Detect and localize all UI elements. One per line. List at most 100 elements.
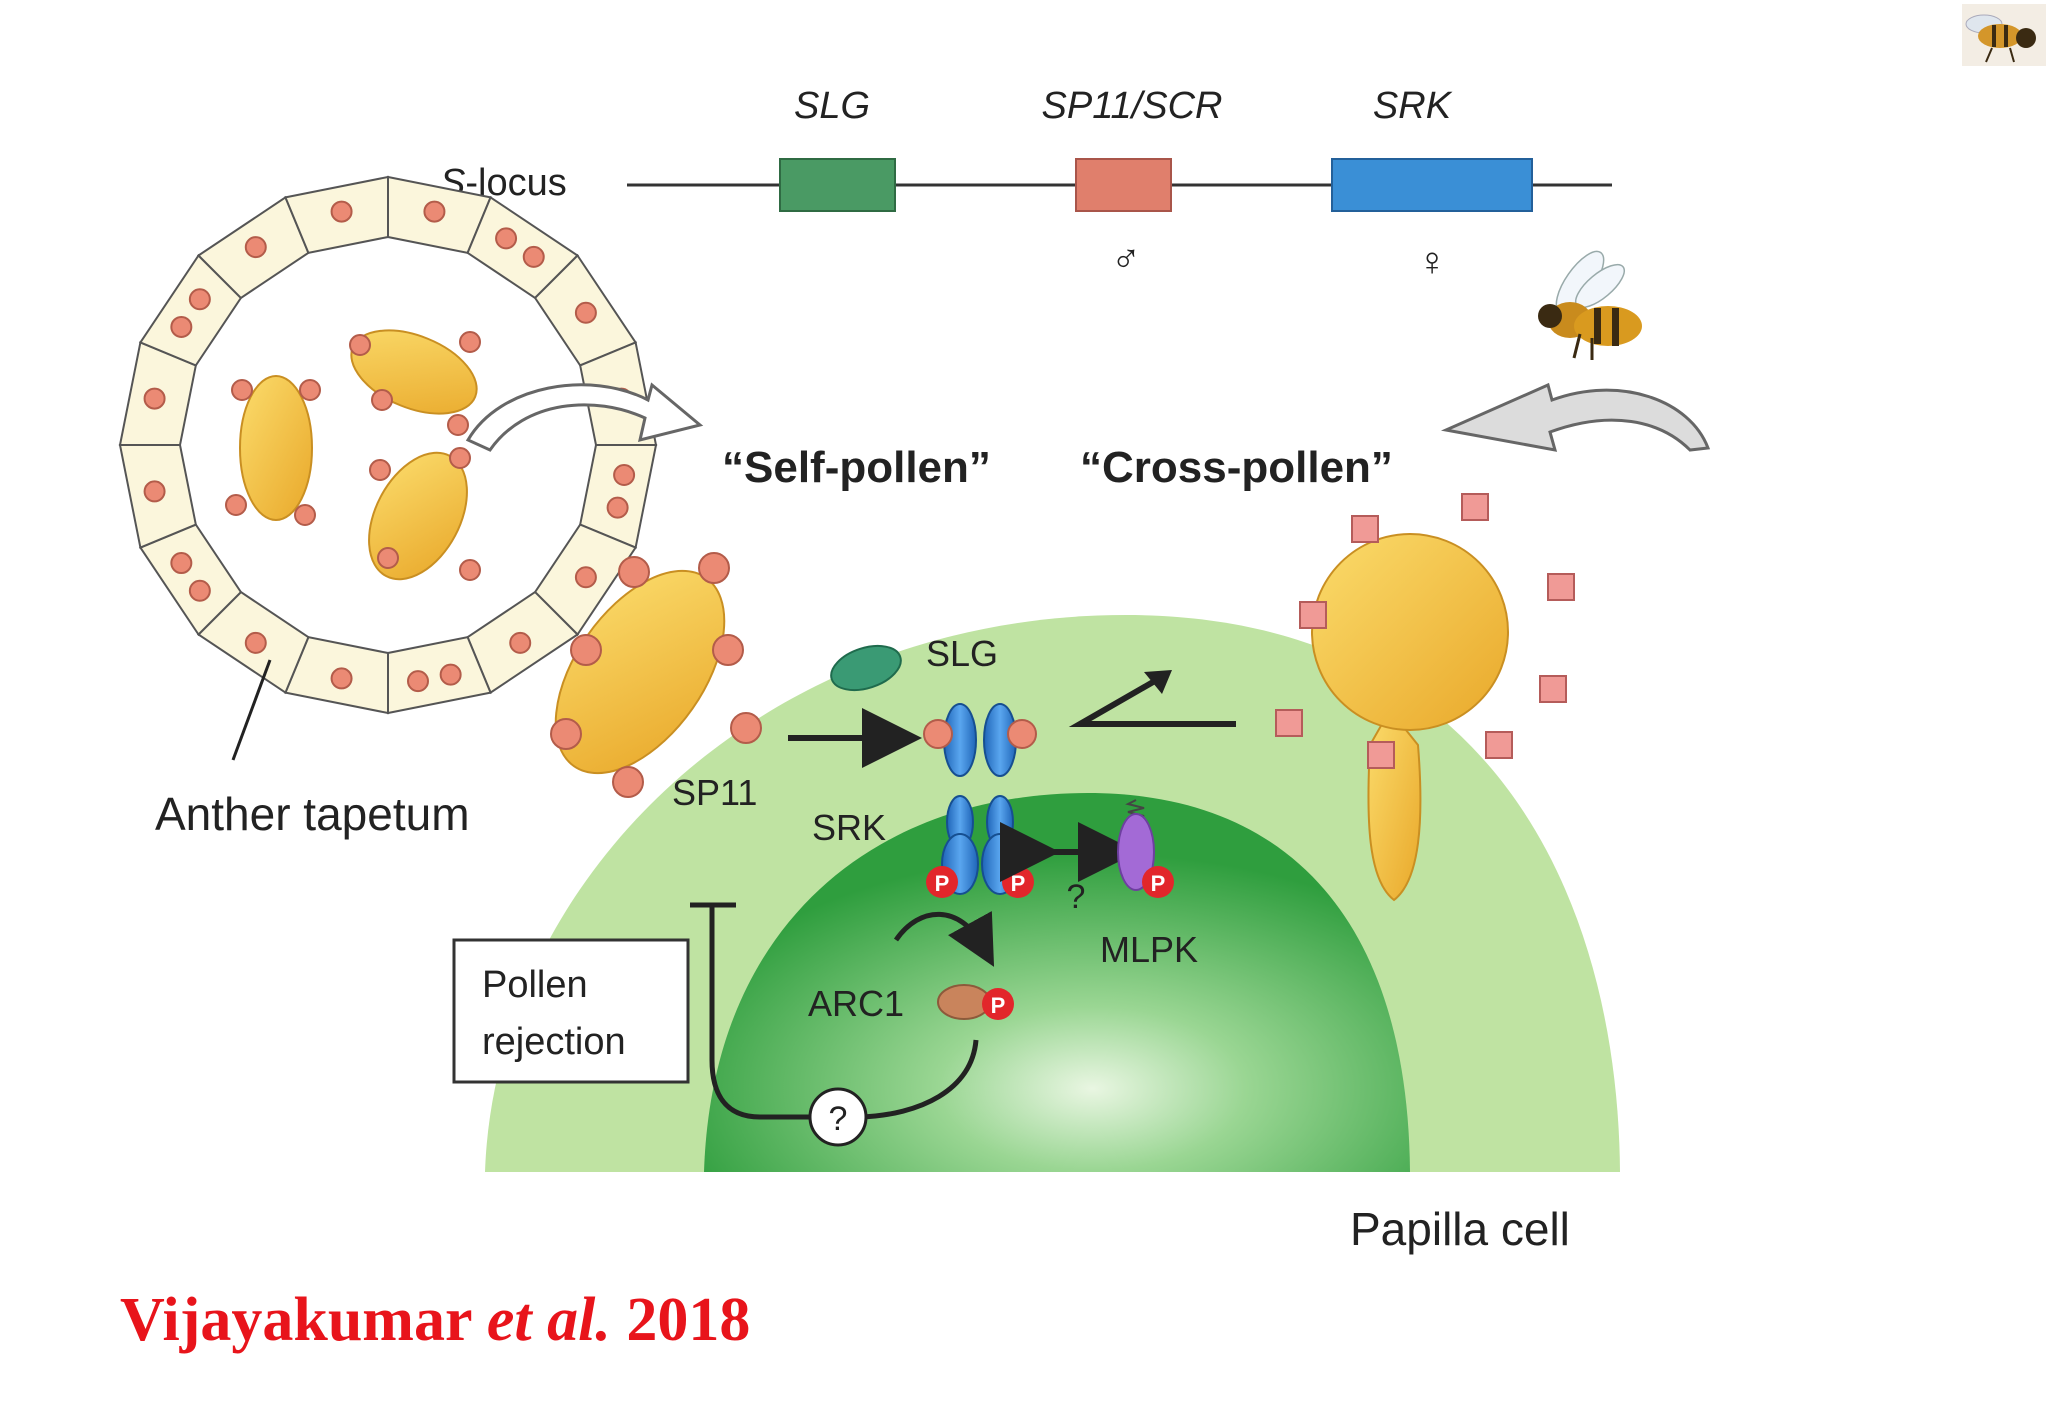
- phospho-badge: [1142, 866, 1174, 898]
- sp11-dot: [188, 288, 211, 311]
- anther-leader-line: [231, 659, 272, 761]
- sp11-dot: [294, 504, 316, 526]
- cross-pollen-arrow: [1440, 382, 1711, 452]
- sp11-ligand: [730, 712, 762, 744]
- sp11-dot: [231, 379, 253, 401]
- sp11-dot: [371, 389, 393, 411]
- mlpk-protein: P MLPK: [1100, 799, 1198, 970]
- anther-pollen-grains: [239, 329, 478, 581]
- self-pollen-label: “Self-pollen”: [722, 443, 991, 492]
- self-pollen-arrow: [465, 382, 704, 452]
- sp11-dot: [613, 463, 636, 486]
- cross-ligand: [1275, 709, 1303, 737]
- cross-pollen-grain: [1275, 493, 1575, 902]
- anther-sp11-dots: [143, 200, 636, 693]
- sp11-ligand: [618, 556, 650, 588]
- pollen-rejection-line2: rejection: [482, 1021, 626, 1063]
- unknown-factor-label: ?: [829, 1100, 848, 1138]
- gene-name-slg: SLG: [794, 85, 870, 127]
- sp11-dot: [299, 379, 321, 401]
- corner-bee-icon: [1962, 4, 2046, 66]
- phospho-label: P: [935, 871, 950, 896]
- sp11-dot: [188, 579, 211, 602]
- sp11-dot: [406, 670, 429, 693]
- bound-sp11: [923, 719, 953, 749]
- sp11-dot: [244, 631, 267, 654]
- sp11-ligand: [712, 634, 744, 666]
- sp11-label: SP11: [672, 772, 757, 813]
- phospho-badge: [982, 988, 1014, 1020]
- sp11-dot: [449, 447, 471, 469]
- cross-ligand: [1485, 731, 1513, 759]
- non-binding-arrow: [1068, 675, 1236, 727]
- citation-author: Vijayakumar: [120, 1286, 472, 1354]
- sp11-dot: [225, 494, 247, 516]
- pollen-tube: [1367, 708, 1422, 902]
- sp11-dot: [349, 334, 371, 356]
- sp11-dot: [369, 459, 391, 481]
- phospho-label: P: [991, 993, 1006, 1018]
- mlpk-label: MLPK: [1100, 929, 1198, 970]
- phospho-label: P: [1151, 871, 1166, 896]
- pollen-transfer-arrows: [465, 382, 1711, 452]
- cross-ligand: [1539, 675, 1567, 703]
- srk-gene-box: [1331, 158, 1533, 212]
- anther-pollen-grain: [350, 329, 478, 415]
- slg-label: SLG: [926, 633, 998, 674]
- srk-label: SRK: [812, 807, 886, 848]
- cross-ligand: [1547, 573, 1575, 601]
- arc1-protein: P ARC1: [808, 983, 1014, 1024]
- gene-name-sp11: SP11/SCR: [1042, 85, 1223, 127]
- sp11-dot: [170, 552, 193, 575]
- sp11-dot: [143, 480, 166, 503]
- sp11-dot: [574, 301, 597, 324]
- cross-ligand: [1461, 493, 1489, 521]
- anther-pollen-grain: [239, 375, 313, 521]
- sp11-dot: [509, 631, 532, 654]
- sp11-dot: [244, 236, 267, 259]
- sp11-dot: [330, 667, 353, 690]
- pollen-rejection-line1: Pollen: [482, 964, 588, 1006]
- pollen-rejection-box: Pollen rejection: [452, 938, 690, 1084]
- non-binding-arrow-head: [1144, 670, 1172, 694]
- citation-etal: et al.: [486, 1286, 611, 1354]
- cross-ligand: [1367, 741, 1395, 769]
- bee-icon: [1538, 250, 1642, 360]
- sp11-dot: [447, 414, 469, 436]
- sp11-dot: [143, 387, 166, 410]
- sp11-dot: [522, 245, 545, 268]
- female-symbol: ♀: [1417, 240, 1447, 284]
- phospho-label: P: [1011, 871, 1026, 896]
- gene-map: S-locus SLG SP11/SCR SRK ♂ ♀: [440, 85, 1612, 284]
- sp11-dot: [423, 200, 446, 223]
- bound-sp11: [1007, 719, 1037, 749]
- slg-protein: [830, 644, 902, 692]
- phosphorylation-arrow: [893, 911, 995, 967]
- sp11-dot: [459, 331, 481, 353]
- sp11-ligand: [698, 552, 730, 584]
- citation: Vijayakumar et al. 2018: [120, 1285, 750, 1356]
- unknown-factor-circle: [808, 1087, 868, 1147]
- citation-year: 2018: [626, 1286, 751, 1354]
- papilla-cell: Papilla cell: [485, 615, 1620, 1255]
- sp11-ligand: [570, 634, 602, 666]
- sp11-dot: [439, 663, 462, 686]
- cross-ligand: [1351, 515, 1379, 543]
- papilla-cell-label: Papilla cell: [1350, 1203, 1570, 1255]
- cross-ligand: [1299, 601, 1327, 629]
- anther-tapetum-label: Anther tapetum: [155, 788, 470, 840]
- cross-pollen-label: “Cross-pollen”: [1080, 443, 1393, 492]
- sp11-dot: [574, 566, 597, 589]
- male-symbol: ♂: [1111, 237, 1141, 281]
- sp11-dot: [170, 315, 193, 338]
- sp11-dot: [606, 496, 629, 519]
- sp11-dot: [495, 227, 518, 250]
- sp11-dot: [459, 559, 481, 581]
- sp11-dot: [330, 200, 353, 223]
- self-pollen-grain: SP11: [550, 552, 762, 813]
- slg-gene-box: [779, 158, 896, 212]
- sp11-dot: [377, 547, 399, 569]
- tapetum-cells: [118, 175, 658, 715]
- sp11-ligand: [612, 766, 644, 798]
